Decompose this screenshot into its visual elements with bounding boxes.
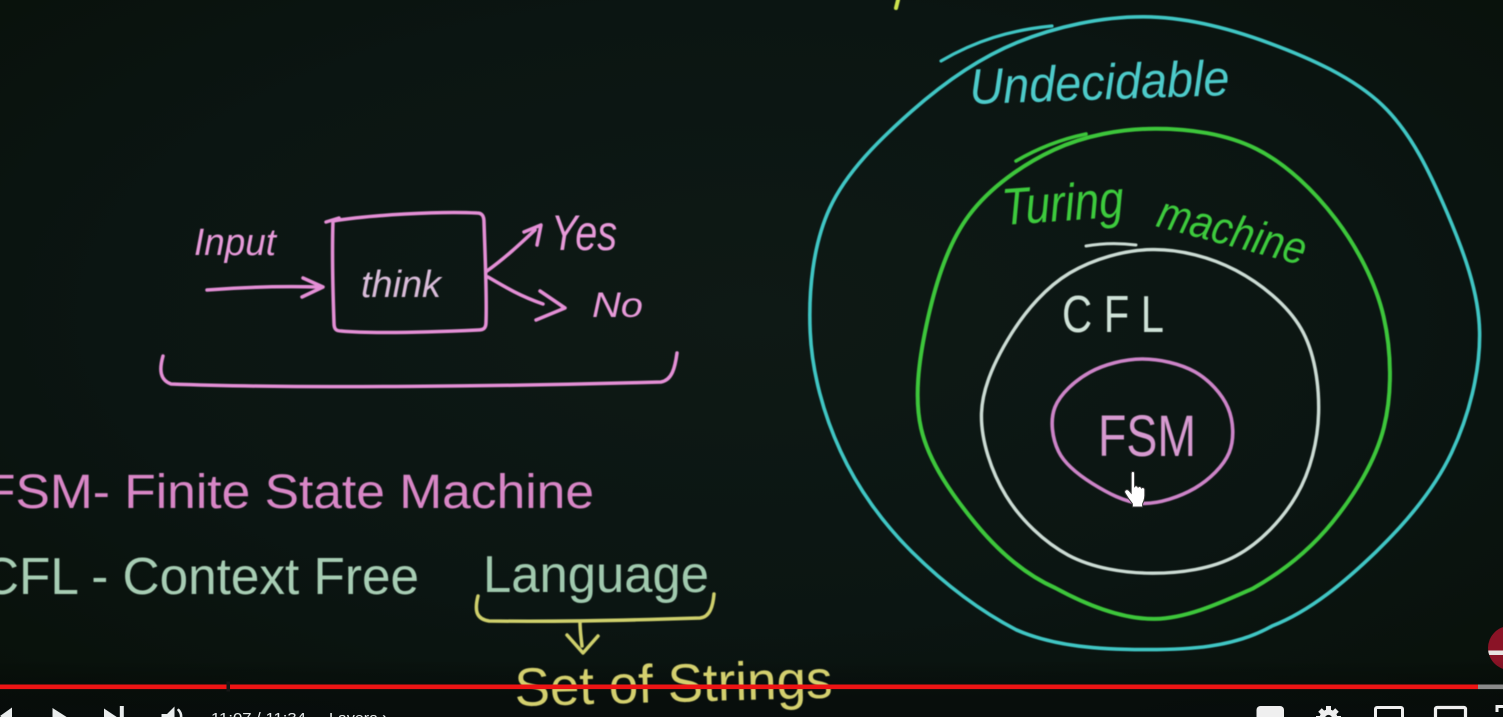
svg-text:Language: Language (483, 546, 709, 604)
svg-text:Undecidable: Undecidable (968, 50, 1230, 115)
svg-text:›: › (382, 708, 388, 717)
svg-text:think: think (361, 264, 443, 306)
svg-text:Lavera: Lavera (329, 710, 379, 717)
svg-text:Input: Input (194, 222, 277, 264)
svg-text:FSM- Finite State Machine: FSM- Finite State Machine (0, 466, 594, 519)
svg-text:11:07 / 11:34: 11:07 / 11:34 (211, 710, 306, 717)
svg-text:Turing: Turing (1000, 171, 1126, 237)
svg-text:Set of Strings: Set of Strings (514, 650, 833, 717)
svg-text:Yes: Yes (551, 205, 617, 261)
svg-text:No: No (592, 286, 643, 325)
svg-text:CFL - Context Free: CFL - Context Free (0, 548, 419, 606)
svg-text:C F L: C F L (1062, 286, 1164, 344)
svg-text:FSM: FSM (1098, 404, 1196, 469)
